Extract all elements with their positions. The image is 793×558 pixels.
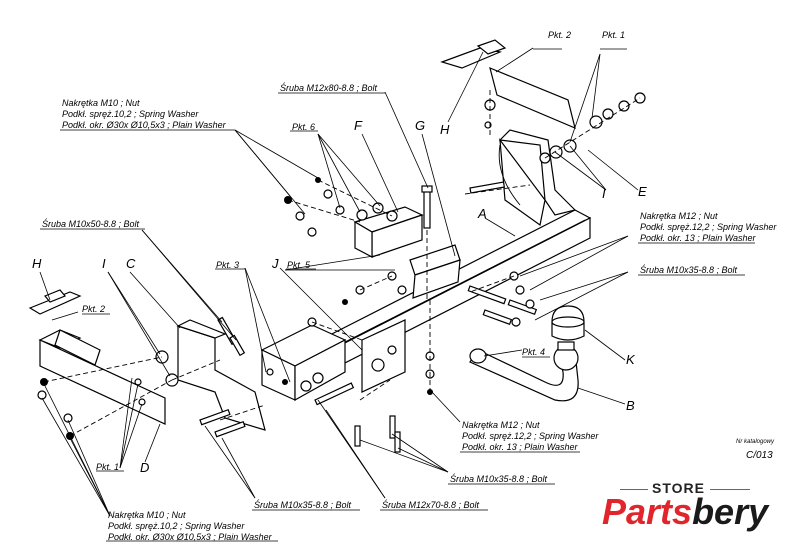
plate-h-top (440, 39, 576, 130)
callout-texts: Nakrętka M10 ; Nut Podkł. spręż.10,2 ; S… (42, 82, 777, 542)
callout-bolt-m10x35-bottom: Śruba M10x35-8.8 ; Bolt (254, 499, 352, 510)
label-pkt3: Pkt. 3 (216, 260, 239, 270)
logo-right-rule (710, 489, 750, 490)
label-c: C (126, 256, 136, 271)
label-pkt1-left: Pkt. 1 (96, 462, 119, 472)
label-a: A (477, 206, 487, 221)
plate-h-left (28, 289, 82, 315)
callout-nut-m12-mid-line3: Podkł. okr. 13 ; Plain Washer (462, 442, 579, 452)
part-letter-labels: Pkt. 2 Pkt. 1 Pkt. 6 F G H I E A H I C P… (32, 30, 647, 475)
fasteners (37, 92, 646, 453)
callout-nut-m12-right-line1: Nakrętka M12 ; Nut (640, 211, 718, 221)
label-i-top: I (602, 186, 606, 201)
label-pkt4: Pkt. 4 (522, 347, 545, 357)
callout-nut-m10-top-line3: Podkł. okr. Ø30x Ø10,5x3 ; Plain Washer (62, 120, 227, 130)
label-k: K (626, 352, 636, 367)
callout-nut-m12-mid-line1: Nakrętka M12 ; Nut (462, 420, 540, 430)
catalog-number: C/013 (746, 450, 773, 461)
bracket-c (176, 319, 266, 431)
callout-nut-m10-bottom-line2: Podkł. spręż.10,2 ; Spring Washer (108, 521, 245, 531)
callout-nut-m12-mid-line2: Podkł. spręż.12,2 ; Spring Washer (462, 431, 599, 441)
label-f: F (354, 118, 363, 133)
towball-b (469, 341, 579, 402)
callout-bolt-m10x35-mid: Śruba M10x35-8.8 ; Bolt (450, 473, 548, 484)
ball-cap-k (551, 305, 585, 341)
bracket-f (353, 206, 424, 258)
callout-nut-m10-bottom-line1: Nakrętka M10 ; Nut (108, 510, 186, 520)
callout-bolt-m10x50: Śruba M10x50-8.8 ; Bolt (42, 218, 140, 229)
logo-brand-text: Partsbery (602, 492, 768, 532)
callout-bolt-m12x80: Śruba M12x80-8.8 ; Bolt (280, 82, 378, 93)
logo-left-rule (620, 489, 648, 490)
label-g: G (415, 118, 425, 133)
callout-underlines (40, 48, 755, 542)
plate-j (361, 319, 406, 393)
logo-brand-part1: Parts (602, 491, 693, 532)
label-pkt5: Pkt. 5 (287, 260, 311, 270)
callout-nut-m12-right-line3: Podkł. okr. 13 ; Plain Washer (640, 233, 757, 243)
label-h-top: H (440, 122, 450, 137)
callout-nut-m12-right-line2: Podkł. spręż.12,2 ; Spring Washer (640, 222, 777, 232)
label-pkt2-top: Pkt. 2 (548, 30, 571, 40)
label-b: B (626, 398, 635, 413)
label-e: E (638, 184, 647, 199)
catalog-caption: Nr katalogowy (736, 439, 775, 445)
callout-bolt-m12x70: Śruba M12x70-8.8 ; Bolt (382, 499, 480, 510)
label-h-left: H (32, 256, 42, 271)
label-i-left: I (102, 256, 106, 271)
label-pkt6: Pkt. 6 (292, 122, 315, 132)
label-pkt2-left: Pkt. 2 (82, 304, 105, 314)
label-pkt1-top: Pkt. 1 (602, 30, 625, 40)
label-j: J (271, 256, 279, 271)
bracket-e (498, 129, 577, 227)
bracket-g (409, 244, 461, 299)
callout-bolt-m10x35-right: Śruba M10x35-8.8 ; Bolt (640, 264, 738, 275)
callout-nut-m10-top-line2: Podkł. spręż.10,2 ; Spring Washer (62, 109, 199, 119)
partsbery-logo: STORE Partsbery (600, 478, 780, 540)
logo-brand-part2: bery (692, 491, 769, 532)
assembly-lines (43, 90, 641, 437)
leader-lines (39, 47, 639, 517)
bracket-d (38, 329, 166, 425)
logo-store-text: STORE (652, 480, 705, 496)
callout-nut-m10-bottom-line3: Podkł. okr. Ø30x Ø10,5x3 ; Plain Washer (108, 532, 273, 542)
callout-nut-m10-top-line1: Nakrętka M10 ; Nut (62, 98, 140, 108)
label-d: D (140, 460, 149, 475)
